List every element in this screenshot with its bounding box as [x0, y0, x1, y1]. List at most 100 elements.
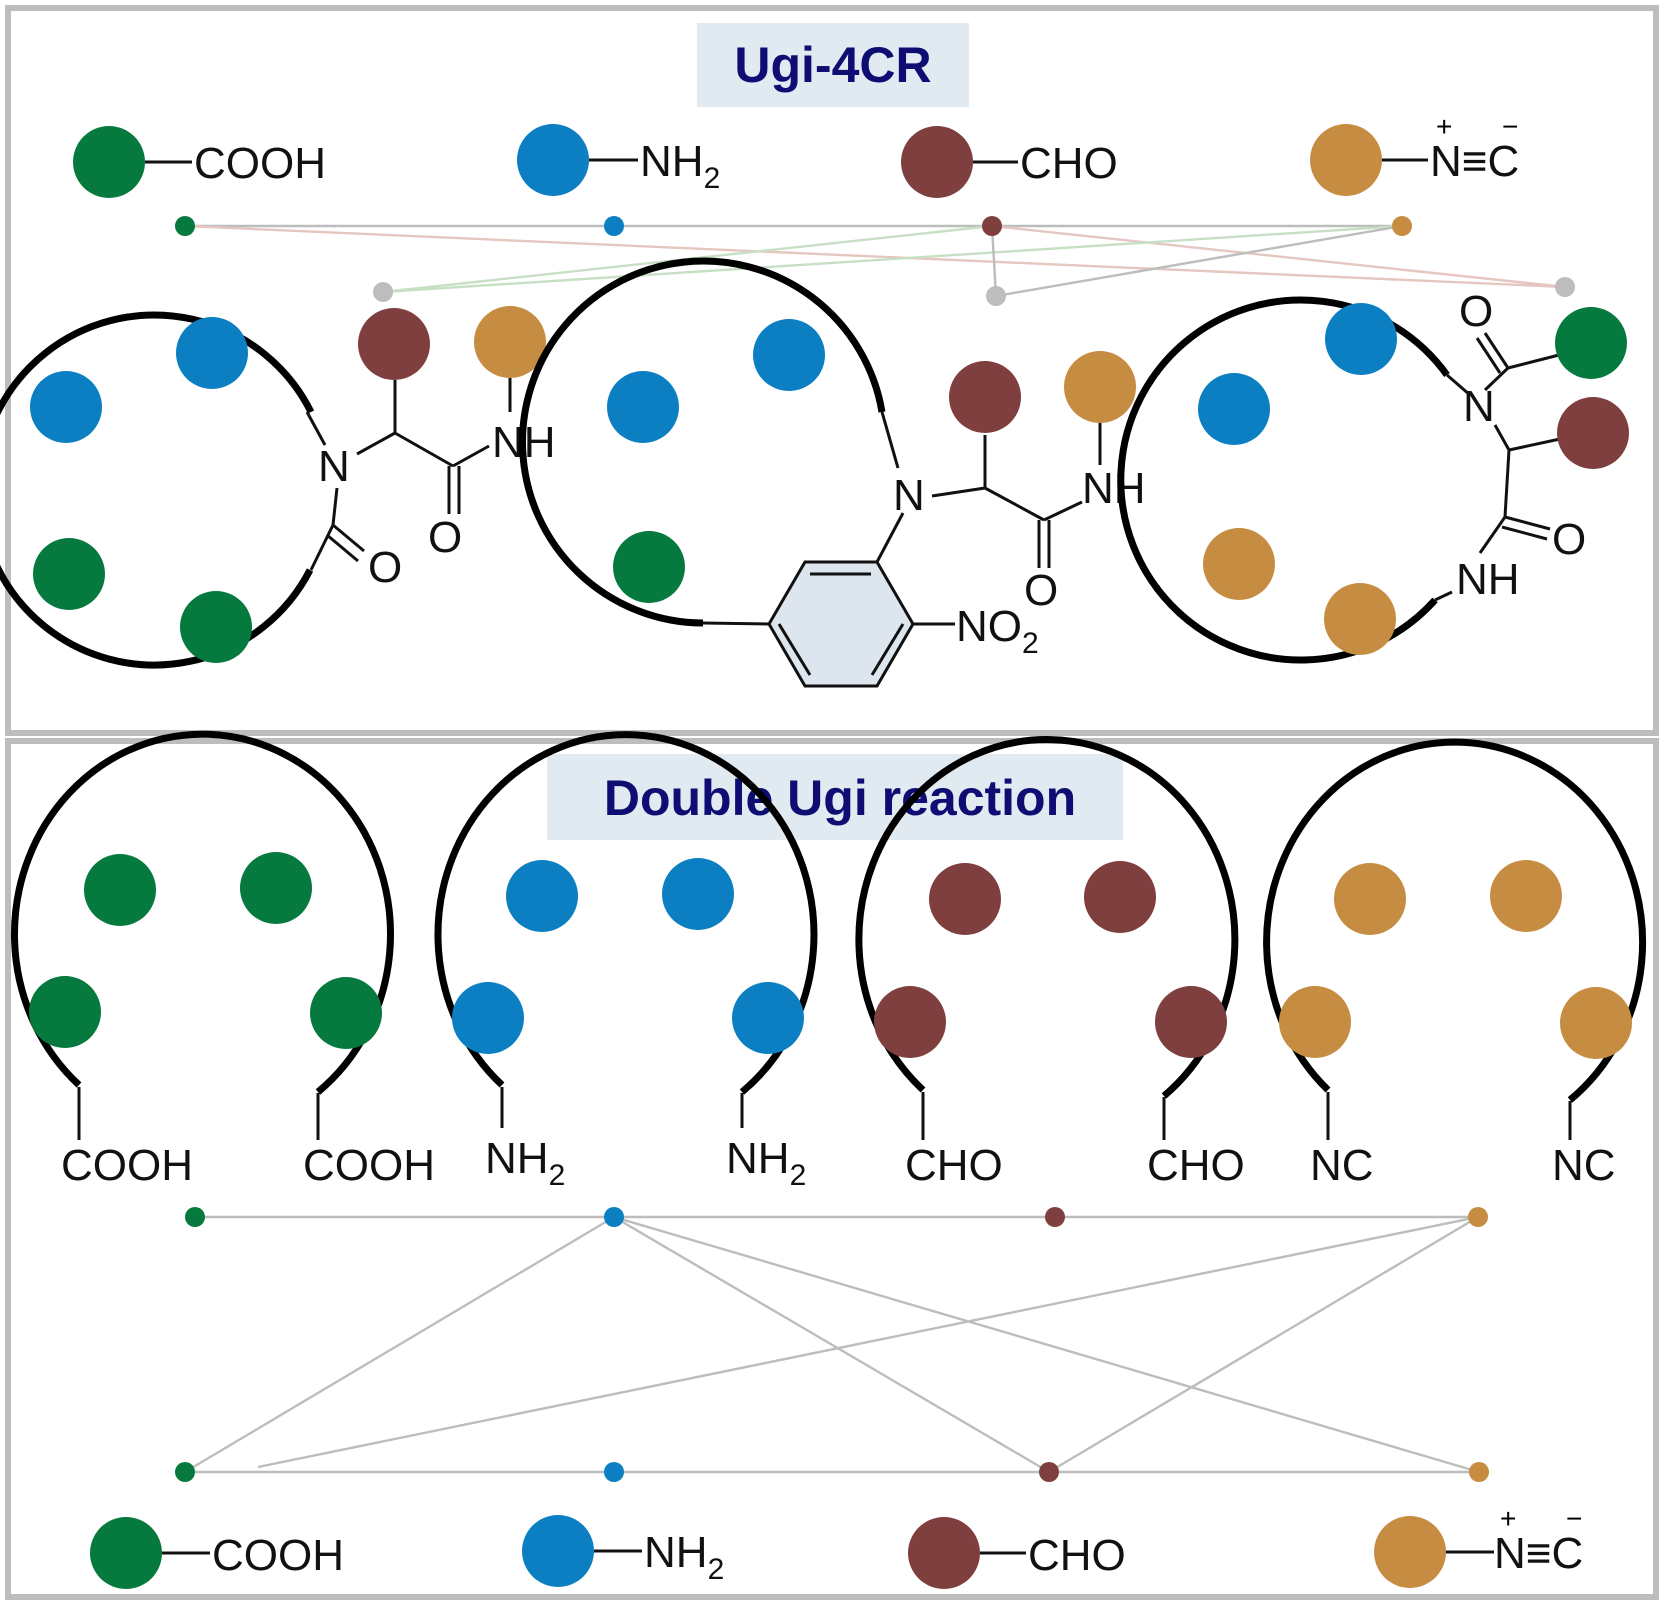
legend-acid: COOH [73, 126, 326, 198]
ring-backbone [519, 257, 886, 627]
graph-edge [991, 224, 1566, 289]
graph-edge [257, 1215, 1479, 1469]
acid-node [1555, 307, 1627, 379]
graph-edge [184, 224, 1566, 289]
amine-node [517, 124, 589, 196]
isocyanide-node [1374, 1516, 1446, 1588]
graph-edge [613, 1215, 1480, 1474]
top-graph [175, 216, 1575, 306]
aldehyde-node [949, 361, 1021, 433]
aldehyde-node [929, 863, 1001, 935]
atom-n: N [1463, 382, 1495, 431]
bifunctional-isocyanide: NC NC [1263, 738, 1647, 1190]
aldehyde-node [1155, 986, 1227, 1058]
acid-node [240, 852, 312, 924]
atom-o: O [1552, 515, 1586, 564]
aldehyde-label: CHO [905, 1141, 1003, 1190]
aldehyde-label: CHO [1147, 1141, 1245, 1190]
legend-acid: COOH [90, 1517, 344, 1589]
graph-node-isocyanide [1469, 1462, 1489, 1482]
legend-aldehyde-label: CHO [1028, 1531, 1126, 1580]
graph-node-amine [604, 1462, 624, 1482]
aldehyde-node [874, 986, 946, 1058]
atom-o: O [1024, 566, 1058, 615]
graph-node-acid [175, 216, 195, 236]
graph-node-amine [604, 216, 624, 236]
isocyanide-label: NC [1310, 1141, 1374, 1190]
graph-edge [613, 1215, 1050, 1474]
acid-node [33, 538, 105, 610]
acid-node [84, 854, 156, 926]
graph-edge [382, 224, 1403, 294]
graph-node-aldehyde [982, 216, 1002, 236]
isocyanide-label: NC [1552, 1141, 1616, 1190]
atom-nh: NH [1456, 555, 1520, 604]
legend-acid-label: COOH [212, 1531, 344, 1580]
amine-node [176, 317, 248, 389]
top-title-box [697, 23, 969, 107]
legend-aldehyde: CHO [908, 1517, 1126, 1589]
graph-node-amine [604, 1207, 624, 1227]
graph-edge [990, 225, 998, 297]
bottom-title-box [547, 754, 1123, 840]
legend-amine: NH2 [522, 1515, 724, 1587]
graph-edge [184, 1215, 615, 1474]
graph-node-aldehyde [1039, 1462, 1059, 1482]
top-title: Ugi-4CR [734, 37, 931, 93]
graph-edge [1048, 1215, 1479, 1474]
plus-charge: + [1436, 111, 1452, 142]
atom-o: O [1459, 287, 1493, 336]
bifunctional-acid: COOH COOH [11, 730, 435, 1190]
minus-charge: − [1502, 111, 1518, 142]
isocyanide-node [1560, 987, 1632, 1059]
macrocycle-3: N NH O O [1117, 287, 1629, 664]
graph-node-product [373, 282, 393, 302]
graph-node-isocyanide [1392, 216, 1412, 236]
macrocycle-2: N NH O NO2 [519, 257, 1146, 688]
macrocycle-1: N NH O O [0, 306, 556, 669]
graph-node-product [1555, 277, 1575, 297]
acid-label: COOH [61, 1141, 193, 1190]
isocyanide-node [1324, 583, 1396, 655]
isocyanide-node [1334, 863, 1406, 935]
acid-node [29, 976, 101, 1048]
linker-backbone [1263, 738, 1647, 1103]
legend-aldehyde: CHO [901, 126, 1118, 198]
amine-node [522, 1515, 594, 1587]
amine-node [753, 319, 825, 391]
bifunctional-aldehyde: CHO CHO [855, 736, 1245, 1190]
legend-isocyanide: N≡C + − [1374, 1503, 1583, 1588]
graph-node-aldehyde [1045, 1207, 1065, 1227]
acid-node [73, 126, 145, 198]
graph-node-isocyanide [1468, 1207, 1488, 1227]
linker-backbone [11, 730, 394, 1095]
atom-n: N [893, 471, 925, 520]
acid-node [180, 591, 252, 663]
legend-amine-label: NH2 [644, 1528, 724, 1586]
atom-o: O [368, 543, 402, 592]
aldehyde-node [901, 126, 973, 198]
amine-node [607, 371, 679, 443]
bottom-graph [175, 1207, 1489, 1482]
amine-label: NH2 [726, 1134, 806, 1192]
amine-label: NH2 [485, 1134, 565, 1192]
graph-edge [995, 224, 1403, 298]
graph-node-acid [185, 1207, 205, 1227]
isocyanide-node [1064, 351, 1136, 423]
amine-node [452, 982, 524, 1054]
isocyanide-node [1310, 124, 1382, 196]
graph-node-acid [175, 1462, 195, 1482]
isocyanide-node [474, 306, 546, 378]
legend-acid-label: COOH [194, 139, 326, 188]
isocyanide-node [1490, 860, 1562, 932]
plus-charge: + [1500, 1503, 1516, 1534]
acid-node [310, 977, 382, 1049]
legend-isocyanide-label: N≡C [1494, 1529, 1583, 1578]
atom-nh: NH [1082, 464, 1146, 513]
amine-node [662, 858, 734, 930]
bottom-legend: COOH NH2 CHO N≡C + − [90, 1503, 1583, 1589]
amine-node [1325, 303, 1397, 375]
amine-node [1198, 373, 1270, 445]
graph-node-product [986, 286, 1006, 306]
